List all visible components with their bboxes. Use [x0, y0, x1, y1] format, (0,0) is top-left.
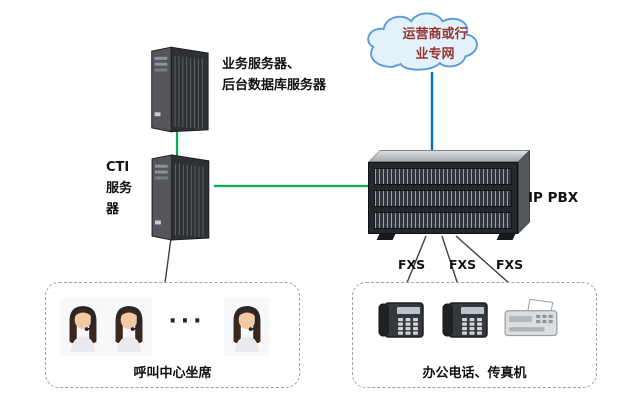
app-db-server-label: 业务服务器、 后台数据库服务器 — [222, 55, 326, 97]
app-db-server-icon — [151, 46, 209, 133]
cloud-label-line2: 业专网 — [415, 46, 455, 62]
app-db-server-label-line1: 业务服务器、 — [222, 57, 301, 72]
cti-server-label-line2: 服务 — [106, 180, 133, 196]
call-center-group: ··· 呼叫中心坐席 — [45, 282, 300, 388]
ellipsis-dots: ··· — [168, 309, 206, 334]
cloud-label-line1: 运营商或行 — [402, 27, 468, 42]
cti-server-label: CTI 服务 器 — [106, 158, 132, 220]
pbx-foot — [496, 234, 516, 240]
office-phone-image — [378, 302, 424, 338]
call-agent-image — [224, 298, 270, 356]
ip-pbx-top-face — [368, 150, 530, 162]
cloud-shape-icon — [367, 12, 478, 71]
office-phone-image — [442, 302, 488, 338]
pbx-foot — [376, 234, 396, 240]
cloud-label: 运营商或行 业专网 — [356, 25, 514, 64]
call-agent-image — [60, 298, 106, 356]
fxs-label-2: FXS — [449, 257, 477, 272]
fax-machine-image — [504, 298, 558, 337]
call-center-label: 呼叫中心坐席 — [133, 366, 212, 381]
office-devices-group: 办公电话、传真机 — [352, 282, 597, 388]
fxs-label-3: FXS — [496, 257, 524, 272]
pbx-card-slot-row — [374, 212, 512, 229]
call-agent-image — [106, 298, 152, 356]
line-cti-to-callcenter — [164, 237, 172, 284]
pbx-card-slot-row — [374, 190, 512, 207]
network-cloud: 运营商或行 业专网 — [356, 8, 514, 84]
app-db-server-label-line2: 后台数据库服务器 — [222, 77, 327, 93]
office-devices-label: 办公电话、传真机 — [422, 366, 527, 381]
pbx-card-slot-row — [374, 168, 512, 185]
ip-pbx-icon — [368, 162, 518, 234]
cti-server-label-line3: 器 — [106, 201, 120, 217]
cti-server-icon — [151, 154, 210, 241]
fxs-label-1: FXS — [398, 257, 426, 272]
ip-pbx-label: IP PBX — [528, 190, 579, 206]
cti-server-label-line1: CTI — [106, 160, 130, 175]
